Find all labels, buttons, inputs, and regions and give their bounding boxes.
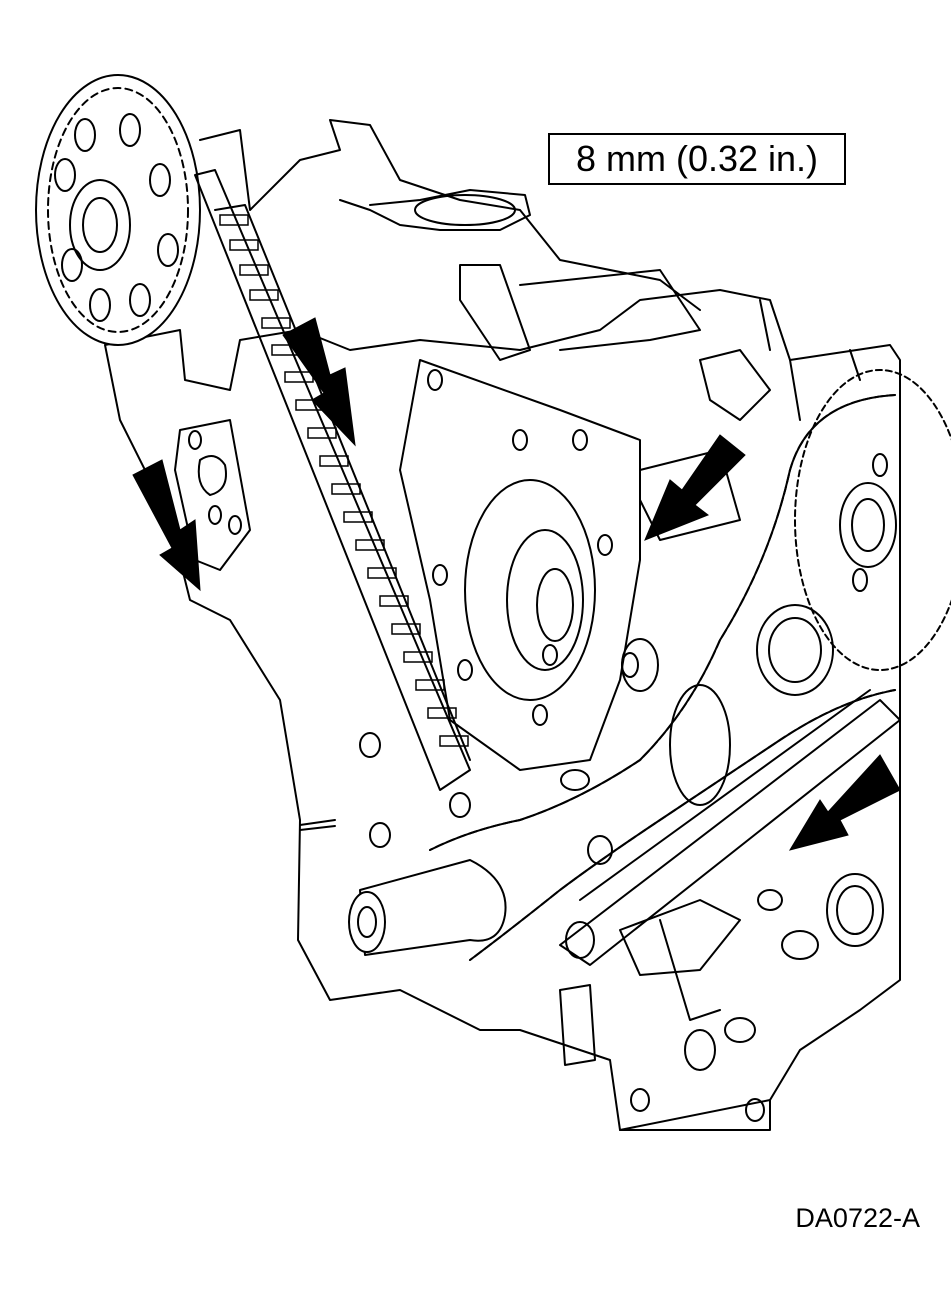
chain-guide-teeth bbox=[219, 214, 469, 747]
measurement-spec-label: 8 mm (0.32 in.) bbox=[548, 133, 846, 185]
lower-chain-guide bbox=[559, 689, 901, 1021]
arrow-left-plate bbox=[132, 459, 201, 592]
arrow-lower-guide bbox=[788, 754, 901, 851]
timing-cover-flange bbox=[399, 359, 659, 771]
left-seal-plate bbox=[174, 419, 251, 571]
camshaft-sprocket bbox=[35, 74, 201, 346]
chain-tensioner bbox=[299, 732, 613, 956]
timing-chain bbox=[429, 394, 896, 961]
engine-block-outline bbox=[104, 119, 901, 1131]
crank-pulleys bbox=[669, 604, 884, 947]
lower-fasteners bbox=[559, 930, 819, 1131]
arrow-chain-guide bbox=[282, 317, 356, 447]
arrow-right-cover bbox=[644, 434, 746, 541]
figure-id-label: DA0722-A bbox=[795, 1203, 920, 1233]
indicator-arrows bbox=[132, 317, 901, 851]
timing-chain-guide bbox=[194, 169, 471, 791]
right-camshaft-sprocket bbox=[794, 369, 951, 671]
